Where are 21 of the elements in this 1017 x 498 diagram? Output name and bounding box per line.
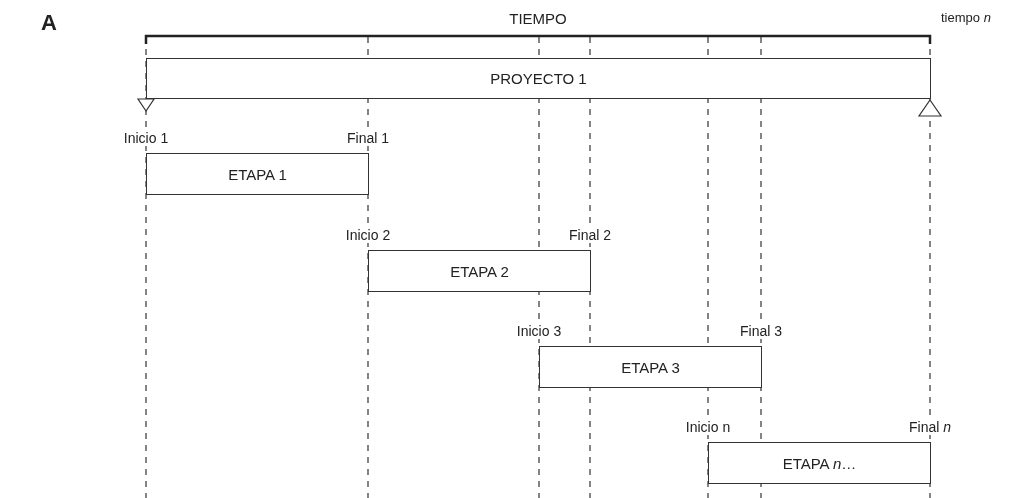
bar-label: ETAPA 1 (228, 165, 287, 183)
bar-label: PROYECTO 1 (490, 70, 587, 87)
start-label: Inicio 2 (344, 227, 392, 243)
bar-label: ETAPA 3 (621, 358, 680, 376)
end-label: Final 1 (346, 130, 390, 146)
stage-bar (146, 153, 369, 195)
stage-bar (708, 442, 931, 484)
start-label: Inicio 3 (515, 323, 563, 339)
bar-label: ETAPA 2 (450, 262, 509, 280)
axis-title: TIEMPO (508, 9, 568, 28)
stage-bar (539, 346, 762, 388)
end-label: Final 3 (739, 323, 783, 339)
panel-letter: A (40, 10, 58, 36)
end-label: Final 2 (568, 227, 612, 243)
axis-end-label: tiempo n (940, 9, 992, 26)
end-label: Final n (908, 419, 952, 435)
project-bar (146, 58, 931, 99)
start-label: Inicio 1 (122, 130, 170, 146)
start-label: Inicio n (684, 419, 732, 435)
bar-label: ETAPA n… (782, 454, 857, 472)
stage-bar (368, 250, 591, 292)
